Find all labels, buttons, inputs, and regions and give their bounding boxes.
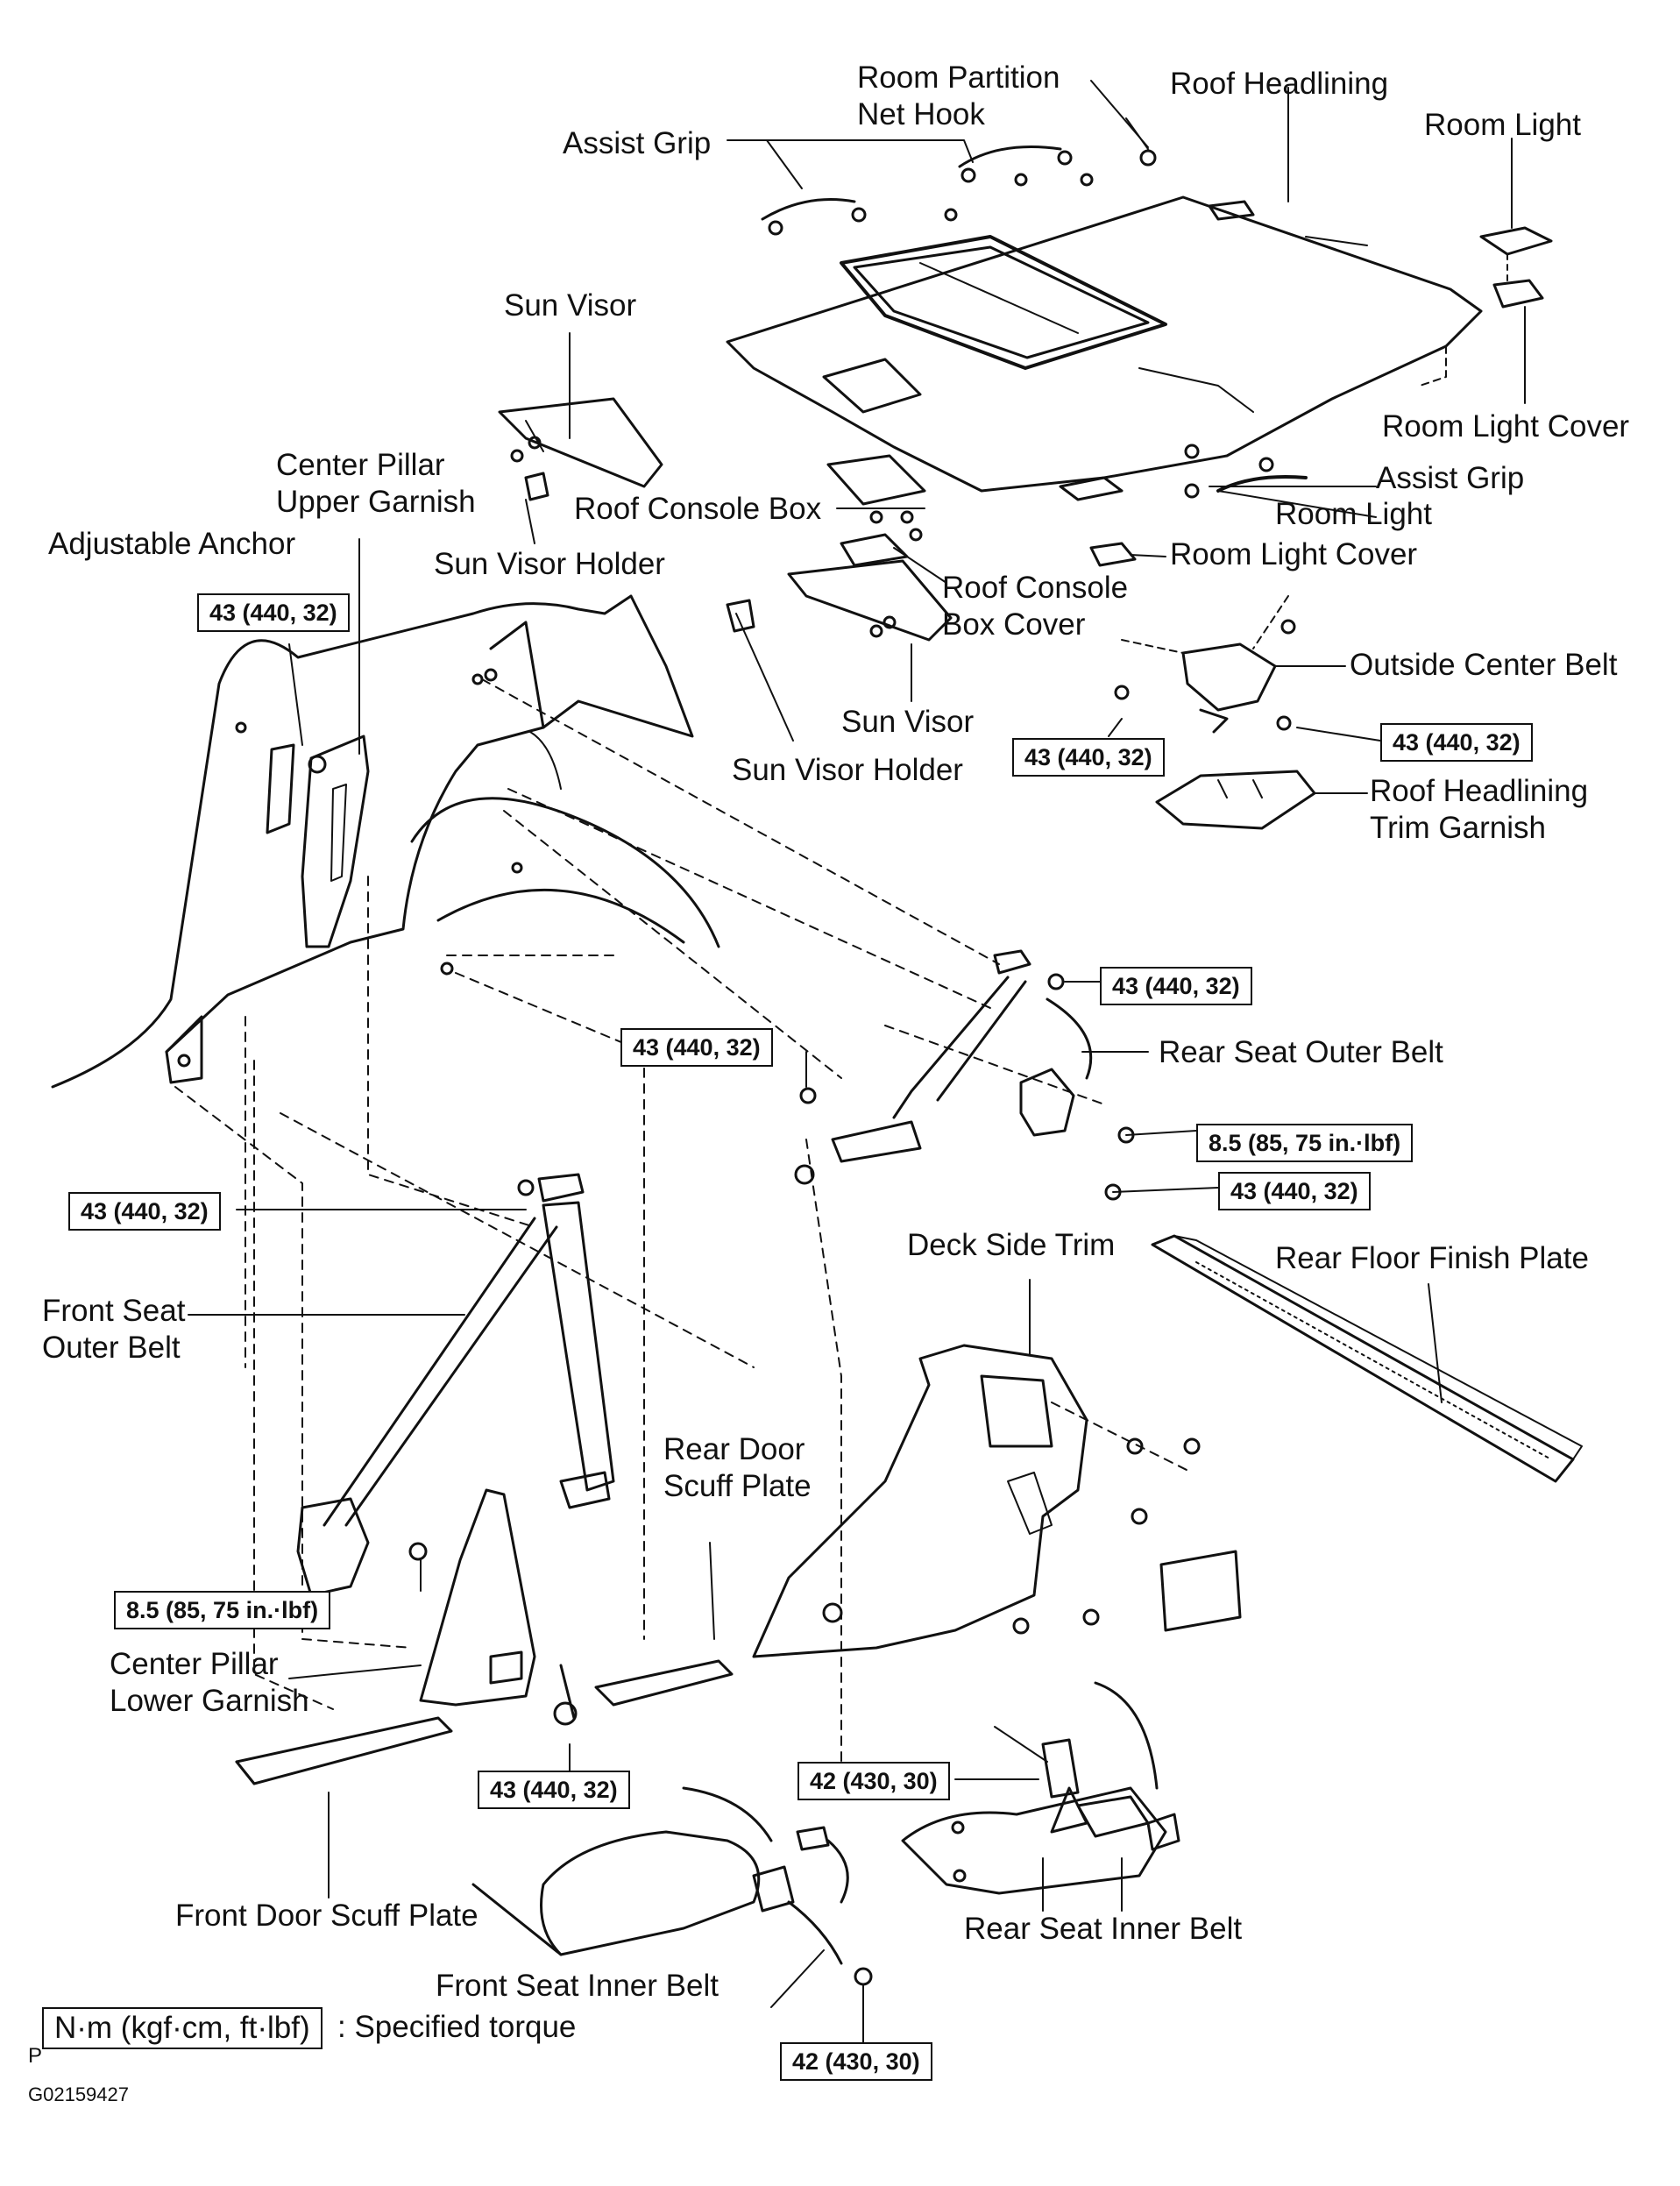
torque-front-outer-upper: 43 (440, 32) xyxy=(68,1192,221,1231)
label-deck-side-trim: Deck Side Trim xyxy=(907,1228,1116,1262)
rear-seat-inner-belt-part xyxy=(901,1681,1180,1895)
front-seat-inner-belt-part xyxy=(471,1786,873,1986)
roof-console-box-part xyxy=(826,454,926,567)
label-assist-grip-right: Assist Grip xyxy=(1376,461,1525,495)
rear-door-scuff-plate-part xyxy=(594,1659,734,1707)
legend-unit-box: N·m (kgf·cm, ft·lbf) xyxy=(42,2007,323,2049)
label-rear-floor-finish-plate: Rear Floor Finish Plate xyxy=(1275,1241,1589,1275)
label-rear-seat-inner-belt: Rear Seat Inner Belt xyxy=(964,1912,1243,1946)
torque-front-outer-retractor: 8.5 (85, 75 in.·lbf) xyxy=(114,1591,331,1629)
label-center-pillar-upper-garnish: Center Pillar Upper Garnish xyxy=(276,448,476,519)
sun-visor-top-part xyxy=(498,397,663,501)
center-pillar-upper-garnish-part xyxy=(301,735,370,948)
label-room-light-cover-mid: Room Light Cover xyxy=(1170,537,1418,571)
footer-mark: P xyxy=(28,2044,43,2068)
room-light-top-part xyxy=(1419,226,1553,387)
body-side-panel xyxy=(51,594,720,1089)
assist-grip-top-parts xyxy=(761,117,1157,236)
torque-front-inner: 42 (430, 30) xyxy=(780,2042,932,2081)
label-roof-headlining-trim-garnish: Roof Headlining Trim Garnish xyxy=(1370,774,1589,845)
label-front-door-scuff-plate: Front Door Scuff Plate xyxy=(175,1899,478,1933)
label-sun-visor-holder-top: Sun Visor Holder xyxy=(434,547,665,581)
center-pillar-lower-garnish-part xyxy=(419,1488,536,1707)
torque-outside-center-left: 43 (440, 32) xyxy=(1012,738,1165,777)
label-adjustable-anchor: Adjustable Anchor xyxy=(48,527,296,561)
label-leader-lines xyxy=(188,80,1526,2008)
front-seat-outer-belt-part xyxy=(296,1173,615,1726)
outside-center-belt-part xyxy=(1114,595,1296,734)
torque-adjustable-anchor: 43 (440, 32) xyxy=(197,593,350,632)
rear-floor-finish-plate-part xyxy=(1151,1234,1583,1483)
label-roof-console-box: Roof Console Box xyxy=(574,492,822,526)
roof-headlining-panel xyxy=(726,195,1483,493)
legend-text: : Specified torque xyxy=(337,2010,577,2044)
label-outside-center-belt: Outside Center Belt xyxy=(1350,648,1618,682)
label-room-light-cover-top: Room Light Cover xyxy=(1382,409,1630,444)
label-roof-console-box-cover: Roof Console Box Cover xyxy=(942,571,1129,642)
label-rear-seat-outer-belt: Rear Seat Outer Belt xyxy=(1159,1035,1443,1069)
label-center-pillar-lower-garnish: Center Pillar Lower Garnish xyxy=(110,1647,309,1718)
label-front-seat-inner-belt: Front Seat Inner Belt xyxy=(436,1969,719,2003)
torque-front-outer-lower: 43 (440, 32) xyxy=(478,1771,630,1809)
dashed-leader-lines xyxy=(174,678,1193,1763)
sun-visor-mid-part xyxy=(726,559,953,642)
torque-rear-outer-upper: 43 (440, 32) xyxy=(1100,967,1252,1005)
room-light-mid-part xyxy=(1059,444,1308,567)
torque-leader-lines xyxy=(236,643,1381,2043)
label-sun-visor-top: Sun Visor xyxy=(504,288,637,323)
roof-headlining-trim-garnish-part xyxy=(1155,770,1316,830)
label-sun-visor-holder-mid: Sun Visor Holder xyxy=(732,753,963,787)
label-assist-grip-top: Assist Grip xyxy=(563,126,712,160)
label-sun-visor-mid: Sun Visor xyxy=(841,705,975,739)
label-roof-headlining: Roof Headlining xyxy=(1170,67,1389,101)
deck-cover-plate-part xyxy=(1159,1550,1242,1632)
adjustable-anchor-part xyxy=(266,743,327,834)
rear-seat-outer-belt-part xyxy=(794,949,1135,1201)
label-front-seat-outer-belt: Front Seat Outer Belt xyxy=(42,1294,186,1365)
label-rear-door-scuff-plate: Rear Door Scuff Plate xyxy=(663,1432,812,1503)
front-door-scuff-plate-part xyxy=(235,1716,453,1785)
torque-rear-outer-retractor-b: 43 (440, 32) xyxy=(1218,1172,1371,1210)
torque-outside-center-right: 43 (440, 32) xyxy=(1380,723,1533,762)
label-room-partition-net-hook: Room Partition Net Hook xyxy=(857,60,1060,131)
torque-rear-outer-retractor-a: 8.5 (85, 75 in.·lbf) xyxy=(1196,1124,1414,1162)
footer-code: G02159427 xyxy=(28,2083,129,2105)
label-room-light-top: Room Light xyxy=(1424,108,1581,142)
torque-rear-outer-lower-anchor: 43 (440, 32) xyxy=(620,1028,773,1067)
deck-side-trim-part xyxy=(752,1344,1201,1658)
torque-rear-inner: 42 (430, 30) xyxy=(797,1762,950,1800)
label-room-light-mid: Room Light xyxy=(1275,497,1432,531)
